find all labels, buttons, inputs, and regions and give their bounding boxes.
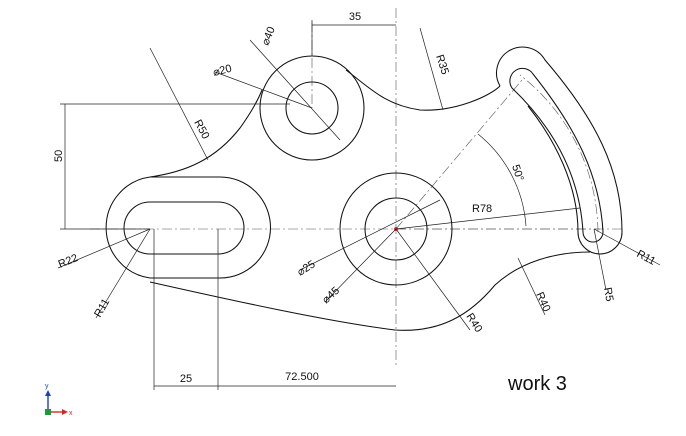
dimension-lines xyxy=(57,20,661,390)
dim-height-50: 50 xyxy=(53,150,65,162)
dim-diameter-25: ⌀25 xyxy=(295,258,317,278)
outer-profile xyxy=(105,46,623,331)
dim-radius-r40-center: R40 xyxy=(463,311,484,334)
dim-radius-r11-left: R11 xyxy=(92,297,112,320)
dim-top-width: 35 xyxy=(349,11,361,23)
dim-top-outer-diameter: ⌀40 xyxy=(260,25,278,47)
axis-x-label: x xyxy=(69,410,73,417)
dim-radius-r78: R78 xyxy=(472,203,492,215)
dim-angle-50: 50° xyxy=(509,163,526,183)
axis-y-label: y xyxy=(45,383,49,390)
dim-slot-length: 25 xyxy=(180,373,192,385)
dim-center-distance: 72.500 xyxy=(285,371,319,383)
axis-triad: y x xyxy=(45,383,73,417)
drawing-title: work 3 xyxy=(507,373,567,395)
dim-arc-r50: R50 xyxy=(191,118,211,141)
dim-radius-r5: R5 xyxy=(601,286,615,302)
dimension-labels: 35 ⌀40 ⌀20 R50 R35 50 50° R78 R22 R11 R1… xyxy=(53,11,657,385)
dim-radius-r11-right: R11 xyxy=(635,248,658,268)
dim-arc-r35: R35 xyxy=(433,53,451,76)
center-lines xyxy=(90,8,622,368)
dim-radius-r40-right: R40 xyxy=(533,290,552,313)
dim-radius-r22: R22 xyxy=(57,252,80,271)
dim-top-inner-diameter: ⌀20 xyxy=(212,63,233,79)
